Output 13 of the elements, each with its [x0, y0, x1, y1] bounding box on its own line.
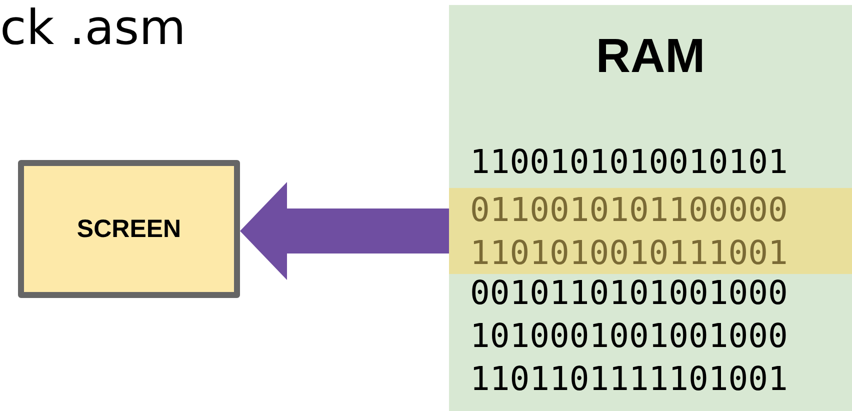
screen-box	[18, 160, 240, 298]
binary-word: 0110010101100000	[470, 189, 788, 231]
box-label: SCREEN	[76, 214, 182, 244]
highlighted-band	[449, 188, 852, 274]
panel-title: RAM	[594, 29, 706, 85]
memory-panel	[449, 5, 852, 411]
binary-word: 1100101010010101	[449, 140, 852, 183]
binary-word: 0010110101001000	[449, 271, 852, 314]
binary-word: 1101101111101001	[449, 357, 852, 400]
arrow	[240, 182, 449, 280]
heading-fragment: ck .asm	[0, 0, 186, 56]
binary-word: 1101010010111001	[470, 232, 788, 274]
binary-word: 1010001001001000	[449, 314, 852, 357]
